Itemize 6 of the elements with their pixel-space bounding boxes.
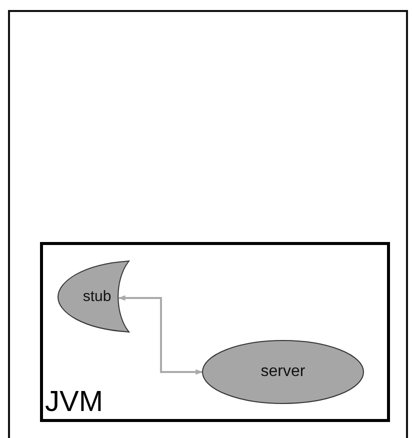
frame-border (8, 10, 408, 438)
double-arrow (118, 295, 203, 375)
container-label: JVM (45, 387, 103, 419)
node-label: server (260, 363, 306, 381)
jvm-container (40, 242, 390, 422)
node-label: stub (82, 288, 112, 305)
